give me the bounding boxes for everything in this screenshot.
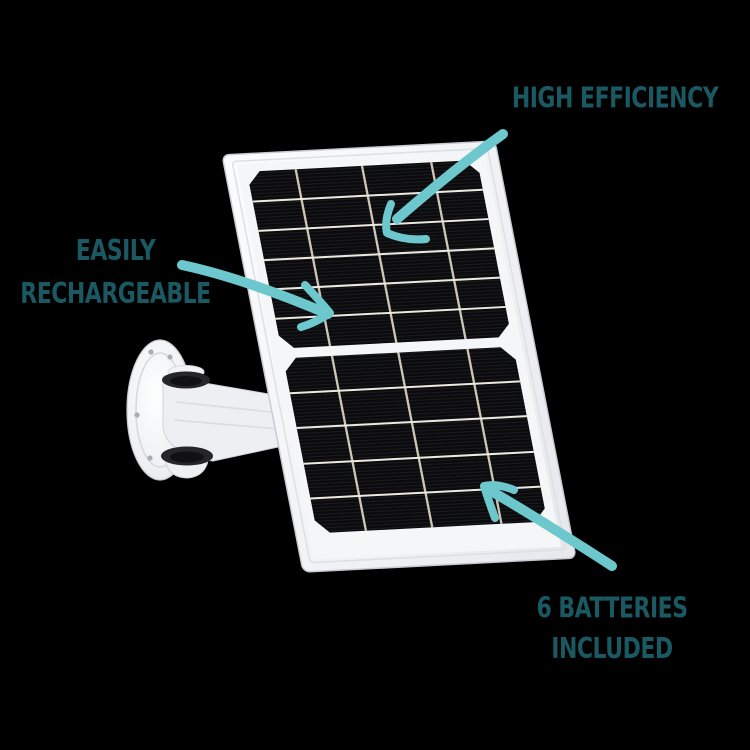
arrowhead-icon [297, 281, 334, 331]
arrowhead-icon [480, 481, 518, 522]
arrowhead-icon [382, 200, 430, 244]
label-batteries-included: 6 BATTERIES INCLUDED [498, 589, 726, 670]
panel-frame-groove [232, 147, 566, 564]
screw-hole [147, 455, 153, 461]
arrow-shaft [392, 129, 508, 224]
mount-arm-ridge [173, 401, 291, 431]
screw-hole [167, 354, 173, 360]
batteries-included-arrow [480, 481, 617, 571]
arrow-shaft [177, 260, 333, 319]
pivot-ring-bottom-inner [170, 451, 204, 463]
arrow-shaft [481, 483, 617, 571]
label-batteries-line2: INCLUDED [551, 633, 673, 666]
label-batteries-line1: 6 BATTERIES [536, 592, 688, 626]
cell-grid-lines [252, 162, 541, 531]
annotation-arrows [177, 129, 617, 571]
label-easily-line1: EASILY [75, 235, 156, 268]
label-high-efficiency: HIGH EFFICIENCY [485, 80, 745, 119]
label-high-efficiency-text: HIGH EFFICIENCY [511, 82, 719, 116]
solar-panel [222, 140, 576, 573]
label-easily-line2: RECHARGEABLE [20, 278, 211, 311]
cell-grid-horizontal [252, 188, 541, 500]
label-easily-rechargeable: EASILY RECHARGEABLE [8, 230, 223, 316]
easily-rechargeable-arrow [177, 260, 334, 331]
pivot-ring-top-inner [170, 376, 202, 386]
screw-hole [148, 349, 154, 355]
high-efficiency-arrow [382, 129, 508, 244]
screw-hole [134, 412, 140, 418]
wall-mount-bracket [126, 339, 293, 481]
